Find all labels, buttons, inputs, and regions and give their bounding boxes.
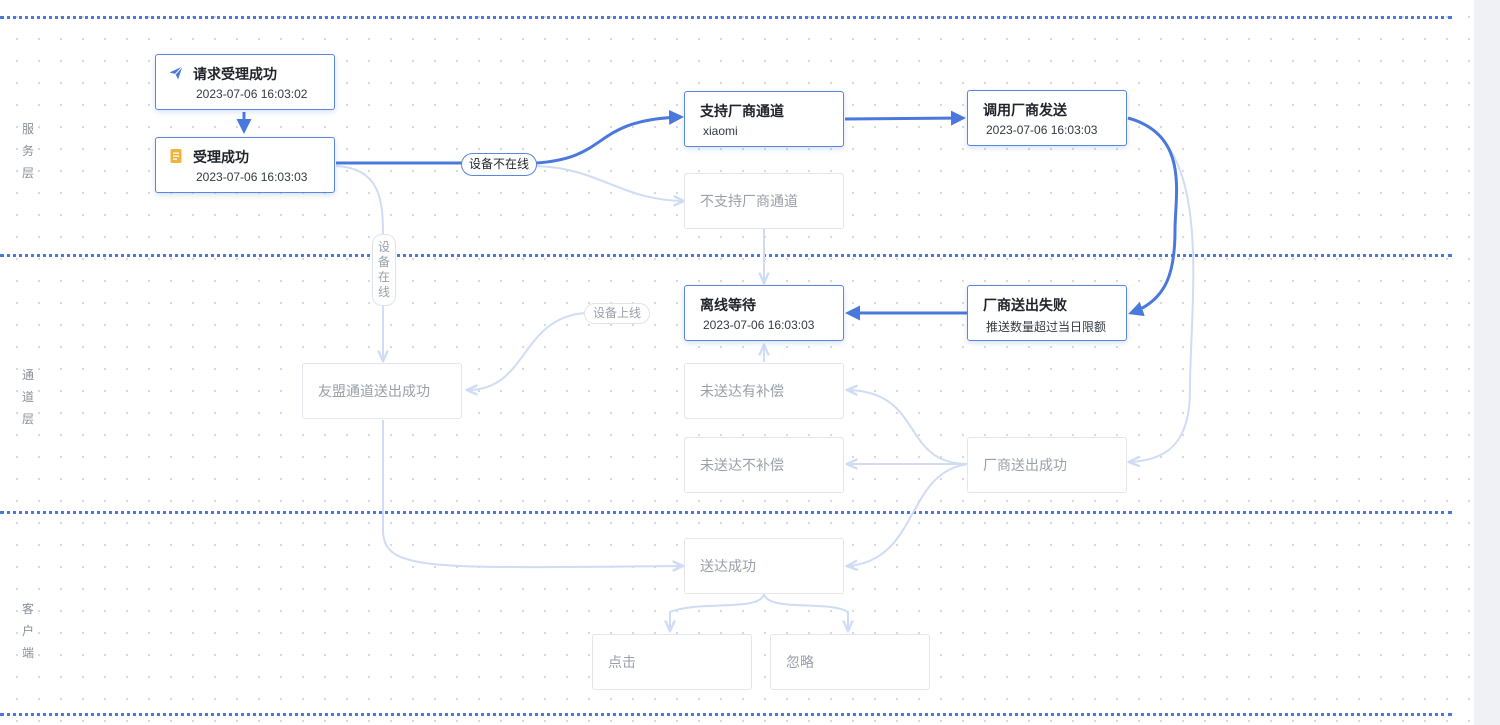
node-title: 忽略 [786, 654, 814, 670]
node-title: 友盟通道送出成功 [318, 383, 430, 399]
vertical-scrollbar[interactable] [1474, 0, 1500, 725]
node-timestamp: 2023-07-06 16:03:03 [986, 123, 1098, 137]
edge-label-device-online-up[interactable]: 设备上线 [584, 303, 650, 324]
paper-plane-icon [169, 66, 183, 80]
node-call-vendor-send[interactable]: 调用厂商发送 2023-07-06 16:03:03 [967, 90, 1127, 146]
node-click[interactable]: 点击 [592, 634, 752, 690]
node-undelivered-not-compensated[interactable]: 未送达不补偿 [684, 437, 844, 493]
document-icon [170, 149, 182, 163]
node-timestamp: 2023-07-06 16:03:03 [196, 170, 308, 184]
node-title: 厂商送出成功 [983, 457, 1067, 473]
node-title: 未送达不补偿 [700, 457, 784, 473]
node-ignore[interactable]: 忽略 [770, 634, 930, 690]
node-title: 未送达有补偿 [700, 383, 784, 399]
node-vendor-send-success[interactable]: 厂商送出成功 [967, 437, 1127, 493]
lane-separator-top [0, 16, 1452, 19]
node-vendor-send-failed[interactable]: 厂商送出失败 推送数量超过当日限额 [967, 285, 1127, 341]
lane-separator-service-channel [0, 254, 1452, 257]
edge-delivered-to-click [670, 593, 765, 630]
node-vendor-channel-supported[interactable]: 支持厂商通道 xiaomi [684, 91, 844, 147]
node-timestamp: 2023-07-06 16:03:02 [196, 87, 308, 101]
edge-offline-label-to-supported [535, 109, 684, 165]
node-delivered[interactable]: 送达成功 [684, 538, 844, 594]
edge-offline-wait-to-umeng [468, 312, 586, 390]
lane-label-channel: 通道层 [21, 368, 34, 426]
node-detail: 推送数量超过当日限额 [986, 320, 1107, 334]
lane-separator-channel-client [0, 511, 1452, 514]
edge-supported-to-call-vendor [844, 110, 966, 126]
node-vendor-channel-unsupported[interactable]: 不支持厂商通道 [684, 173, 844, 229]
node-title: 送达成功 [700, 558, 756, 574]
node-undelivered-compensated[interactable]: 未送达有补偿 [684, 363, 844, 419]
edge-label-device-offline[interactable]: 设备不在线 [461, 153, 537, 176]
edge-call-vendor-to-failed [1127, 116, 1179, 317]
edge-success-to-delivered [848, 463, 969, 566]
lane-label-client: 客户端 [21, 602, 34, 660]
edge-umeng-to-delivered [382, 420, 682, 567]
node-detail: xiaomi [703, 124, 738, 138]
node-title: 请求受理成功 [193, 66, 277, 82]
node-request-accepted[interactable]: 请求受理成功 2023-07-06 16:03:02 [155, 54, 335, 110]
node-accepted[interactable]: 受理成功 2023-07-06 16:03:03 [155, 137, 335, 193]
node-timestamp: 2023-07-06 16:03:03 [703, 318, 815, 332]
node-title: 支持厂商通道 [700, 103, 784, 119]
lane-label-service: 服务层 [21, 122, 34, 180]
node-title: 离线等待 [700, 297, 756, 313]
node-title: 厂商送出失败 [983, 297, 1067, 313]
node-umeng-send-success[interactable]: 友盟通道送出成功 [302, 363, 462, 419]
edge-success-to-compensated [848, 390, 969, 465]
edge-accepted-to-umeng [335, 165, 383, 360]
edge-offline-to-unsupported [535, 165, 683, 201]
node-title: 不支持厂商通道 [700, 193, 798, 209]
lane-separator-bottom [0, 713, 1452, 716]
edge-call-vendor-to-success [1128, 117, 1195, 462]
node-title: 受理成功 [193, 149, 249, 165]
node-title: 点击 [608, 654, 636, 670]
node-offline-wait[interactable]: 离线等待 2023-07-06 16:03:03 [684, 285, 844, 341]
edge-label-device-online[interactable]: 设备在线 [372, 234, 396, 306]
node-title: 调用厂商发送 [983, 102, 1067, 118]
edge-delivered-to-ignore [763, 593, 848, 630]
